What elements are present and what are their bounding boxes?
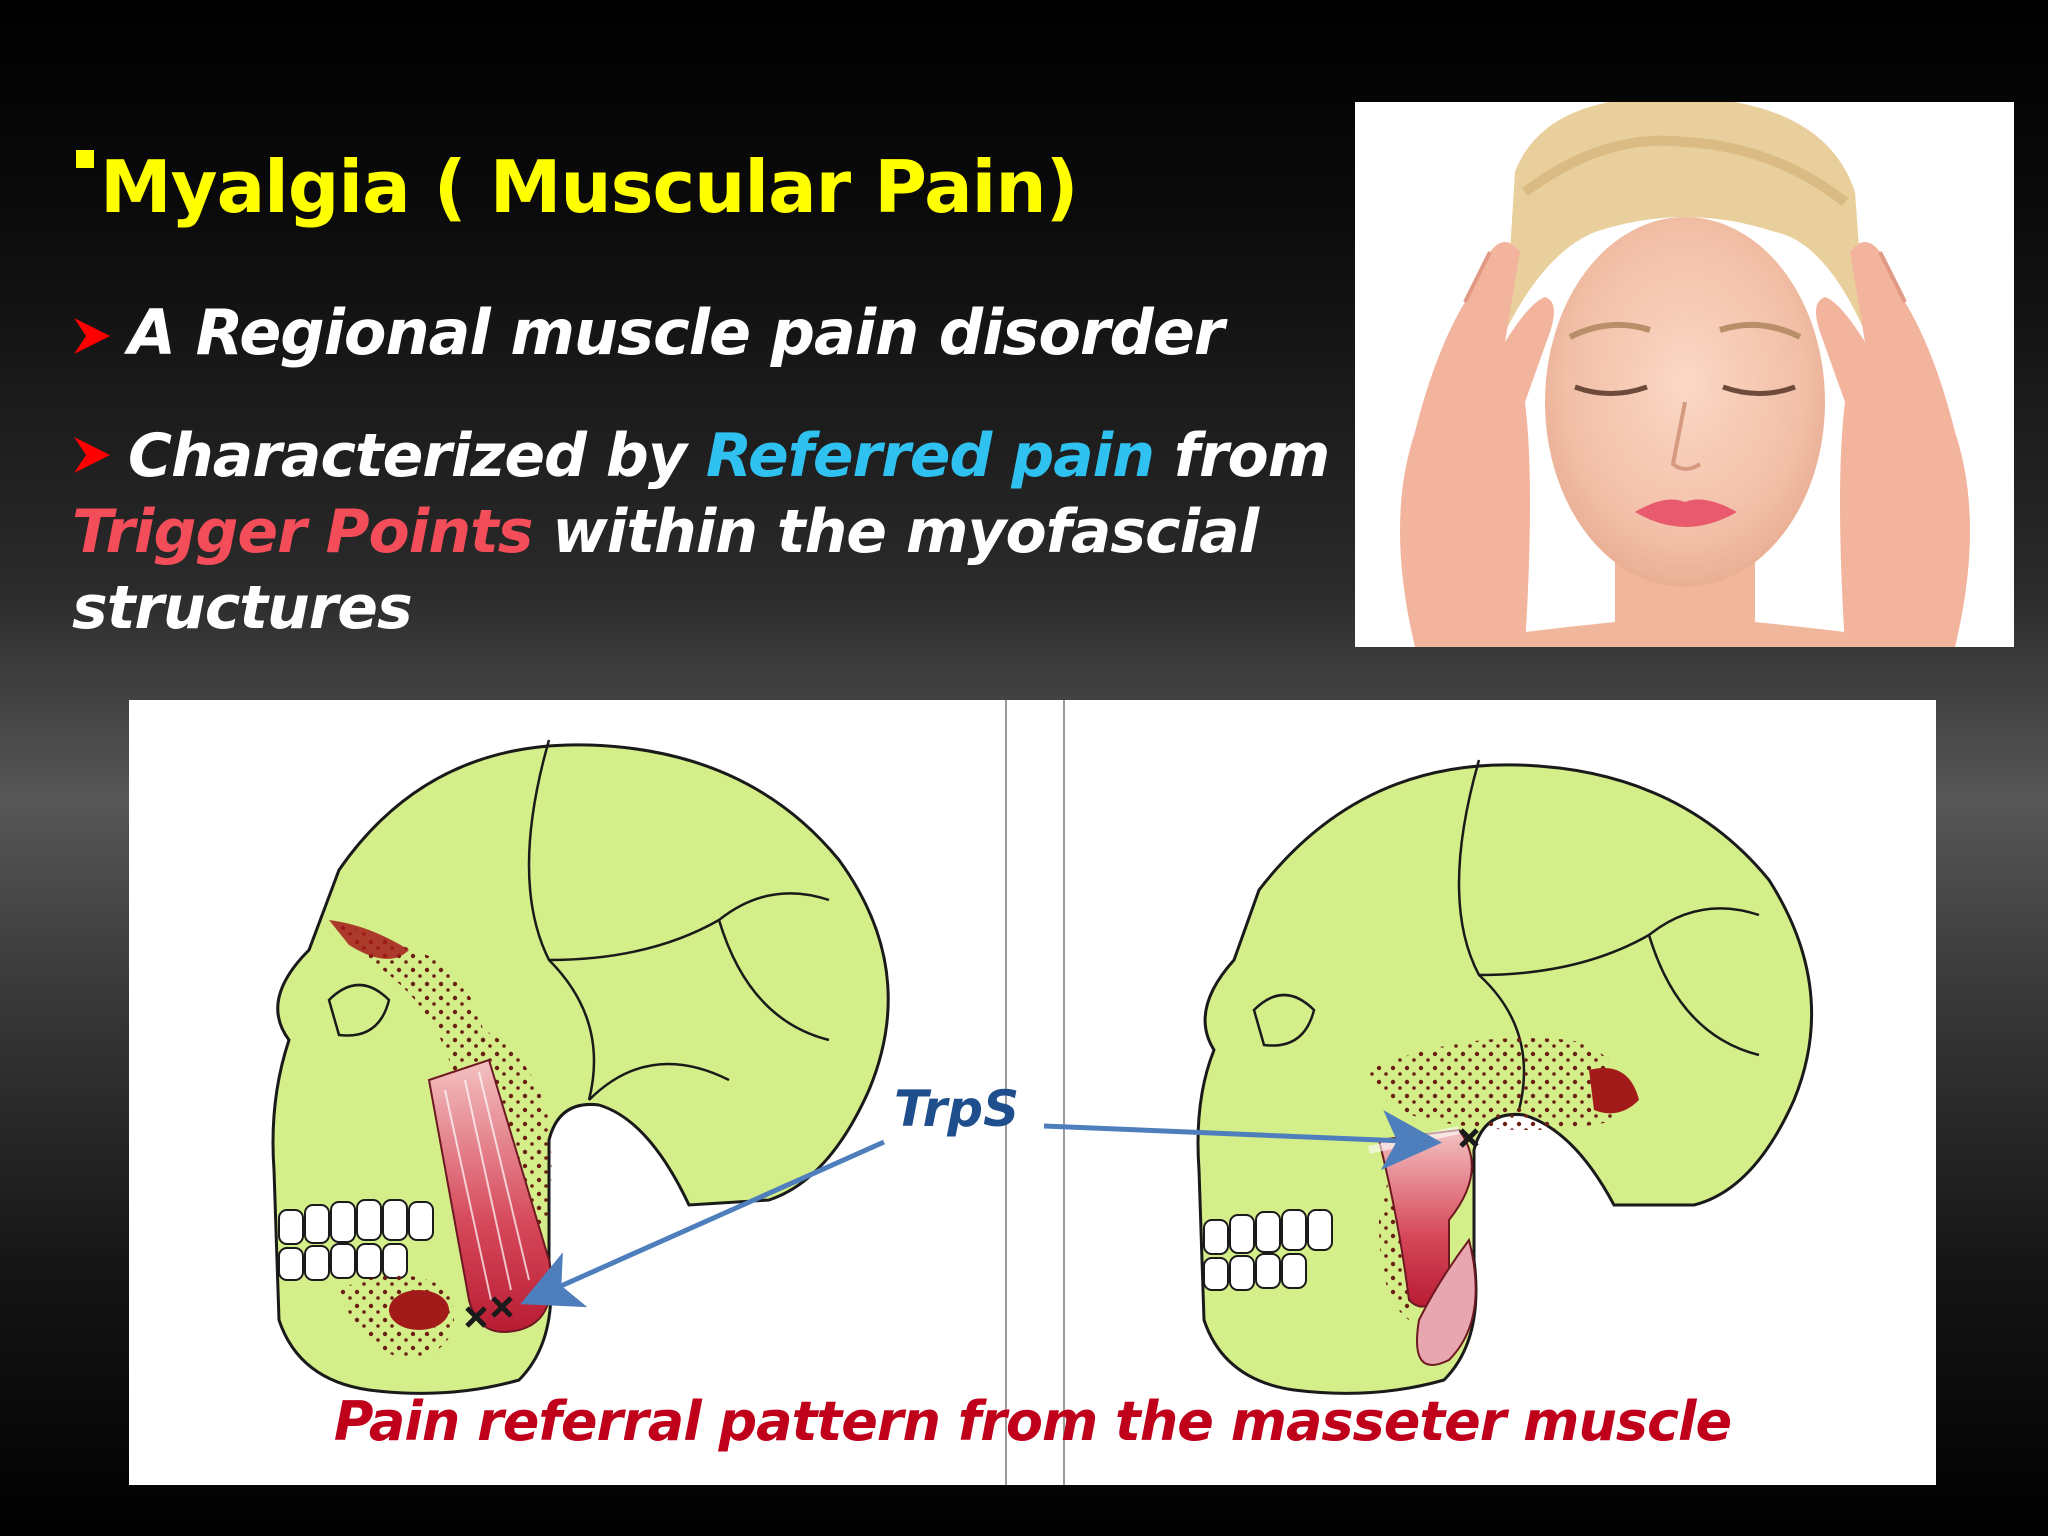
bullet-point-2-text-a: Characterized by — [128, 421, 687, 491]
figure-caption: Pain referral pattern from the masseter … — [333, 1390, 1732, 1453]
bullet-point-1-text: A Regional muscle pain disorder — [128, 296, 1225, 369]
right-skull-diagram — [1196, 759, 1814, 1395]
bullet-point-2-text-c: within the myofascial structures — [72, 497, 1259, 643]
square-bullet-icon — [76, 150, 94, 168]
bullet-point-2: Characterized by Referred pain from Trig… — [72, 418, 1372, 646]
arrow-bullet-icon — [74, 318, 110, 354]
slide-title-text: Myalgia ( Muscular Pain) — [100, 145, 1078, 229]
trigger-points-highlight: Trigger Points — [72, 497, 533, 567]
left-skull-diagram — [271, 739, 890, 1395]
slide-title: Myalgia ( Muscular Pain) — [76, 145, 1078, 229]
trigger-points-label: TrpS — [894, 1080, 1020, 1138]
masseter-figure: TrpS Pain referral pattern from the mass… — [129, 700, 1936, 1485]
referred-pain-highlight: Referred pain — [705, 421, 1155, 491]
bullet-point-2-text-b: from — [1173, 421, 1330, 491]
headache-photo — [1355, 102, 2014, 647]
arrow-bullet-icon — [74, 437, 110, 473]
bullet-point-1: A Regional muscle pain disorder — [72, 296, 1225, 369]
